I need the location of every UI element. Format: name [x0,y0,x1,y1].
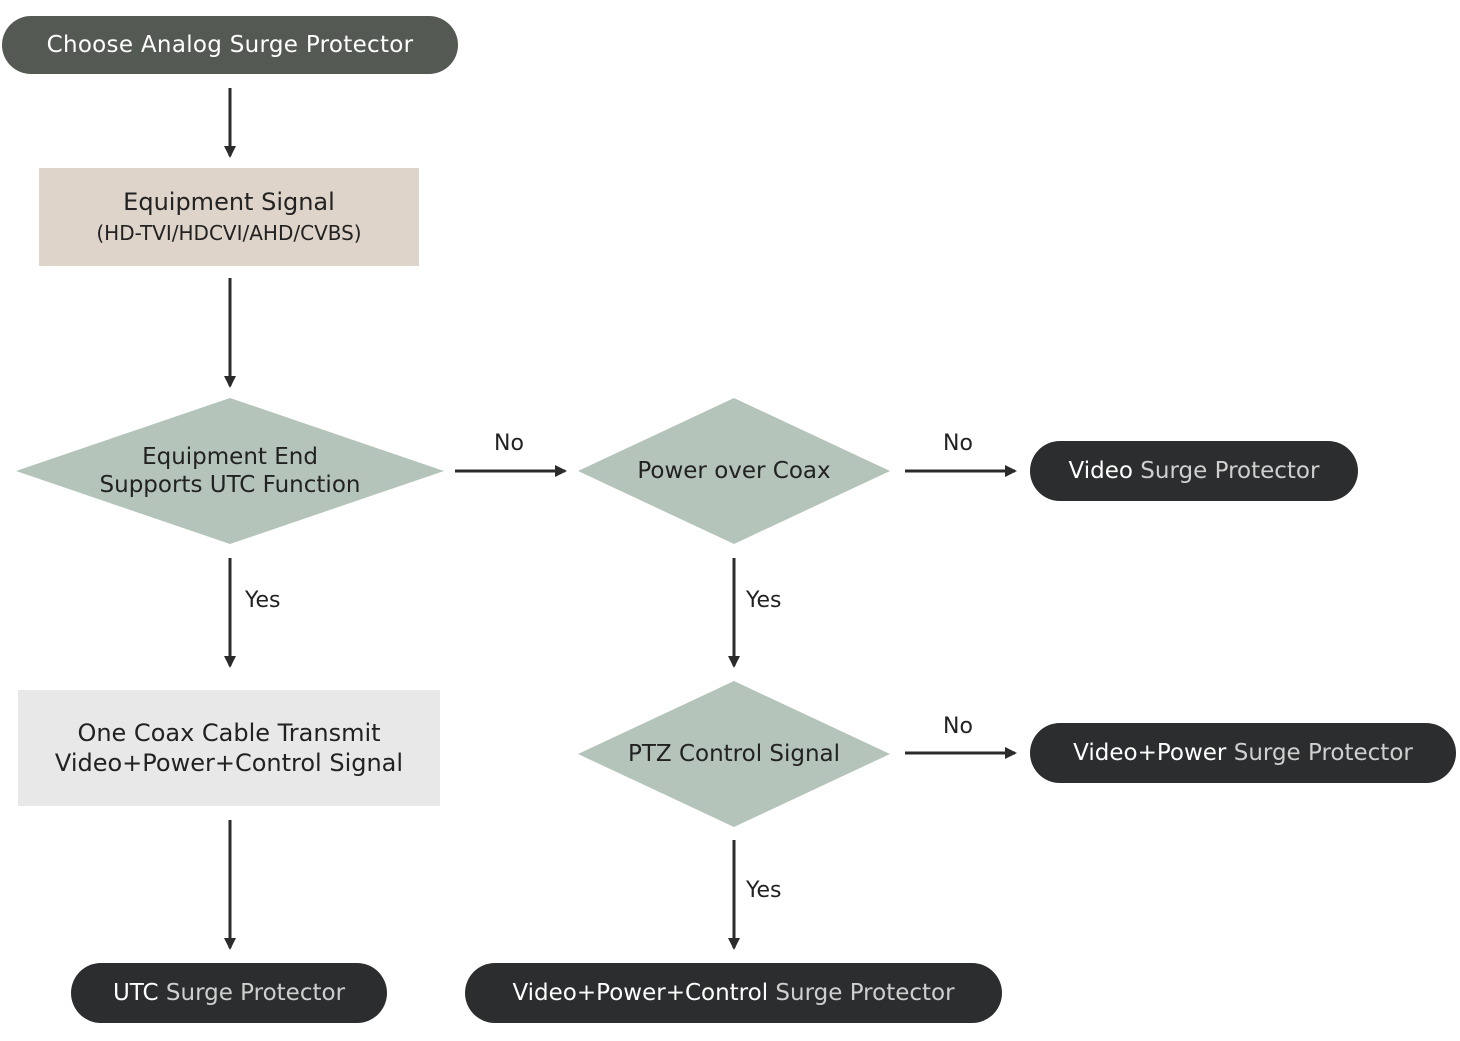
result-utc-strong: UTC [112,980,159,1006]
result-utc-pill: UTC Surge Protector [71,963,387,1023]
result-video-strong: Video [1068,458,1133,484]
decision-ptz-label: PTZ Control Signal [590,735,878,773]
decision-ptz-text: PTZ Control Signal [627,741,841,767]
info-line1: One Coax Cable Transmit [77,719,381,747]
decision-ptz-diamond [578,681,890,827]
edge-label-poc-yes: Yes [746,588,782,613]
start-label: Choose Analog Surge Protector [46,32,414,58]
decision-poc-label: Power over Coax [590,452,878,490]
result-video-power-light: Surge Protector [1226,740,1413,766]
decision-utc-line2: Supports UTC Function [99,472,361,498]
decision-utc-diamond [16,398,444,544]
signal-types: (HD-TVI/HDCVI/AHD/CVBS) [96,221,362,245]
start-node: Choose Analog Surge Protector [2,16,458,74]
decision-poc-text: Power over Coax [637,458,831,484]
decision-utc-line1: Equipment End [142,444,318,470]
edge-label-ptz-no: No [943,714,973,739]
edge-label-ptz-yes: Yes [746,878,782,903]
result-video-power-pill: Video+Power Surge Protector [1030,723,1456,783]
result-video-power-strong: Video+Power [1073,740,1227,766]
result-vpc-strong: Video+Power+Control [512,980,769,1006]
result-video-pill: Video Surge Protector [1030,441,1358,501]
result-vpc-light: Surge Protector [768,980,955,1006]
edge-label-utc-yes: Yes [245,588,281,613]
result-vpc-pill: Video+Power+Control Surge Protector [465,963,1002,1023]
edge-label-utc-no: No [494,431,524,456]
equipment-signal-box: Equipment Signal (HD-TVI/HDCVI/AHD/CVBS) [39,168,419,266]
signal-title: Equipment Signal [123,188,335,216]
result-video-light: Surge Protector [1133,458,1320,484]
result-utc-light: Surge Protector [158,980,346,1006]
info-line2: Video+Power+Control Signal [54,749,404,777]
single-coax-info-box: One Coax Cable Transmit Video+Power+Cont… [18,690,440,806]
decision-utc-label: Equipment End Supports UTC Function [40,432,420,510]
edge-label-poc-no: No [943,431,973,456]
decision-poc-diamond [578,398,890,544]
